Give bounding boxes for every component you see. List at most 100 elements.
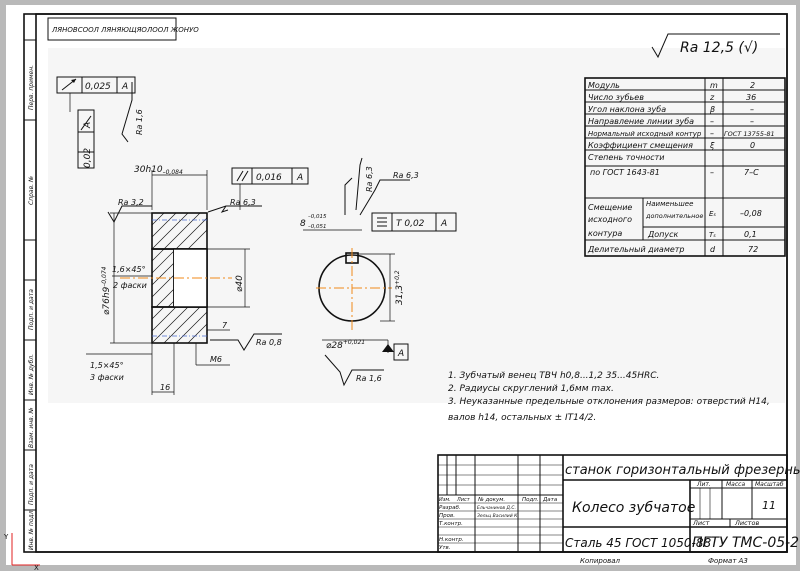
param-val-3: – bbox=[750, 117, 754, 126]
param-name-6a: Степень точности bbox=[588, 153, 664, 162]
param-name-7b: исходного bbox=[588, 215, 632, 224]
dim-16: 16 bbox=[160, 383, 170, 392]
tb-row-0: Изм. bbox=[439, 497, 451, 503]
axis-y-label: Y bbox=[3, 533, 9, 541]
tb-row-1: Лист bbox=[456, 497, 471, 503]
ra-32: Ra 3,2 bbox=[118, 198, 144, 207]
technical-notes: 1. Зубчатый венец ТВЧ h0,8...1,2 35...45… bbox=[448, 371, 770, 423]
side-strip: Перв. примен. Справ. № Подп. и дата Инв.… bbox=[24, 39, 36, 550]
side-label-0: Перв. примен. bbox=[28, 65, 35, 110]
tb-role-1: Пров. bbox=[439, 513, 455, 519]
tb-machine: станок горизонтальный фрезерный bbox=[565, 463, 800, 478]
param-sub-7b: дополнительное bbox=[645, 212, 703, 220]
view-area bbox=[48, 48, 785, 403]
chamfer2-b: 3 фаски bbox=[90, 373, 124, 382]
general-roughness: Ra 12,5 (√) bbox=[651, 33, 780, 59]
thread: M6 bbox=[210, 355, 222, 364]
parallel-base: A bbox=[296, 173, 303, 183]
param-sym-7b: Tₛ bbox=[709, 231, 716, 239]
param-sym-5: ξ bbox=[709, 141, 715, 150]
param-name-0: Модуль bbox=[588, 81, 620, 90]
parallel-value: 0,016 bbox=[256, 173, 282, 183]
side-label-4: Взам. инв. № bbox=[28, 407, 35, 448]
tb-lit: Лит. bbox=[696, 481, 711, 488]
param-name-1: Число зубьев bbox=[588, 93, 644, 102]
gear-section-view: 0,025 A A 0,02 Ra 1,6 30h10–0,084 0,016 … bbox=[56, 76, 309, 395]
param-name-7a: Смещение bbox=[588, 203, 632, 212]
dim-313: 31,3+0,2 bbox=[394, 270, 405, 305]
chamfer1-a: 1,6×45° bbox=[112, 265, 146, 274]
tb-role-4: Утв. bbox=[439, 545, 451, 551]
runout-value: 0,025 bbox=[85, 82, 111, 92]
param-sym-0: m bbox=[710, 81, 718, 90]
note-1: 1. Зубчатый венец ТВЧ h0,8...1,2 35...45… bbox=[448, 371, 659, 381]
tb-sheet: Лист bbox=[692, 519, 710, 527]
runout-frame bbox=[56, 76, 136, 94]
ra-63: Ra 6,3 bbox=[230, 198, 256, 207]
sym-base: A bbox=[440, 219, 447, 229]
param-name-5: Коэффициент смещения bbox=[588, 141, 693, 150]
tb-role-0: Разраб. bbox=[439, 505, 461, 511]
footer-right: Формат А3 bbox=[708, 557, 748, 565]
keyway-tol1: –0,015 bbox=[308, 214, 327, 220]
tb-name-1: Зельц Василий К. bbox=[477, 513, 519, 519]
param-val-5: 0 bbox=[750, 141, 755, 150]
tb-part-name: Колесо зубчатое bbox=[572, 500, 695, 516]
param-name-3: Направление линии зуба bbox=[588, 117, 694, 126]
dia-bore: ⌀40 bbox=[235, 275, 245, 292]
param-name-7c: контура bbox=[588, 229, 622, 238]
axis-x-label: X bbox=[34, 564, 39, 571]
tb-row-4: Дата bbox=[542, 497, 558, 503]
param-val-1: 36 bbox=[746, 93, 756, 102]
param-val-7a: –0,08 bbox=[740, 209, 762, 218]
dim-30: 30h10–0,084 bbox=[134, 165, 183, 176]
param-sym-4: – bbox=[710, 129, 714, 138]
ra-16: Ra 1,6 bbox=[356, 374, 382, 383]
param-sub-7a: Наименьшее bbox=[646, 200, 693, 208]
param-sym-7a: Eₛ bbox=[709, 210, 716, 218]
footer-left: Копировал bbox=[580, 557, 621, 565]
tb-scale: Масштаб bbox=[755, 481, 784, 488]
param-sym-6: – bbox=[710, 168, 714, 177]
param-val-6: 7–С bbox=[744, 168, 759, 177]
param-val-4: ГОСТ 13755-81 bbox=[724, 130, 775, 138]
param-val-0: 2 bbox=[750, 81, 755, 90]
ra-63b: Ra 6,3 bbox=[393, 171, 419, 180]
tb-row-2: № докум. bbox=[477, 497, 505, 503]
param-val-8: 72 bbox=[748, 245, 758, 254]
ucs-icon: Y X bbox=[3, 533, 40, 571]
param-name-4: Нормальный исходный контур bbox=[588, 130, 702, 138]
datum-box bbox=[393, 343, 409, 361]
param-sym-2: β bbox=[709, 105, 715, 114]
tb-role-2: Т.контр. bbox=[439, 521, 463, 527]
param-val-7b: 0,1 bbox=[744, 230, 757, 239]
general-roughness-text: Ra 12,5 (√) bbox=[680, 40, 758, 56]
note-2: 2. Радиусы скруглений 1,6мм max. bbox=[448, 384, 614, 394]
title-block: Изм. Лист № докум. Подп. Дата Разраб. Пр… bbox=[437, 454, 800, 553]
tb-row-3: Подп. bbox=[522, 497, 539, 503]
datum-label: A bbox=[397, 349, 404, 359]
runout2-base: A bbox=[83, 122, 93, 129]
param-sym-8: d bbox=[710, 245, 716, 254]
param-val-2: – bbox=[750, 105, 754, 114]
ra-top: Ra 1,6 bbox=[135, 109, 144, 135]
side-label-2: Подп. и дата bbox=[28, 289, 35, 330]
keyway-w: 8 bbox=[300, 219, 306, 229]
tb-name-0: Ельчанинов Д.С. bbox=[477, 505, 516, 511]
hub-section-view: Ra 6,3 Ra 6,3 8 –0,015 –0,051 T 0,02 A 3… bbox=[300, 157, 457, 387]
side-label-1: Справ. № bbox=[28, 176, 35, 205]
tb-scale-val: 11 bbox=[762, 499, 776, 512]
tb-role-3: Н.контр. bbox=[439, 537, 464, 543]
symmetry-frame bbox=[371, 212, 457, 232]
note-4: валов h14, остальных ± IT14/2. bbox=[448, 413, 596, 423]
chamfer2-a: 1,5×45° bbox=[90, 361, 124, 370]
side-label-5: Подп. и дата bbox=[28, 464, 35, 505]
dia-28: ⌀28+0,021 bbox=[326, 339, 365, 351]
runout2-value: 0,02 bbox=[83, 148, 93, 168]
keyway-tol2: –0,051 bbox=[308, 224, 327, 230]
gear-params-table: Модуль m 2 Число зубьев z 36 Угол наклон… bbox=[584, 77, 786, 257]
dim-7: 7 bbox=[222, 321, 228, 330]
note-3: 3. Неуказанные предельные отклонения раз… bbox=[448, 397, 770, 407]
dia-outer: ⌀76h9–0,074 bbox=[101, 266, 112, 315]
